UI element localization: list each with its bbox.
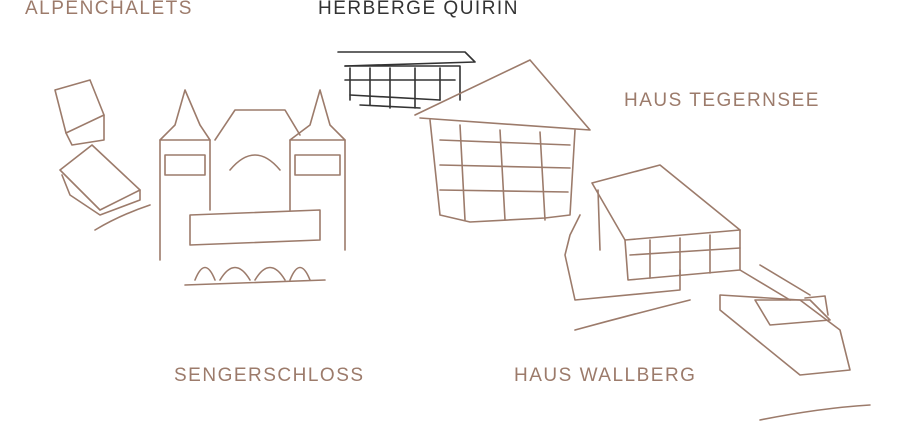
haus-wallberg-sketch[interactable] xyxy=(564,164,871,421)
haus-tegernsee-sketch[interactable] xyxy=(414,59,591,223)
label-haus-wallberg[interactable]: HAUS WALLBERG xyxy=(514,365,697,386)
herberge-quirin-sketch[interactable] xyxy=(337,51,476,109)
label-sengerschloss[interactable]: SENGERSCHLOSS xyxy=(174,365,365,386)
label-alpenchalets[interactable]: ALPENCHALETS xyxy=(25,0,193,19)
label-haus-tegernsee[interactable]: HAUS TEGERNSEE xyxy=(624,90,820,111)
sengerschloss-sketch[interactable] xyxy=(159,89,346,286)
label-herberge-quirin[interactable]: HERBERGE QUIRIN xyxy=(318,0,519,19)
alpenchalets-sketch[interactable] xyxy=(54,79,151,231)
